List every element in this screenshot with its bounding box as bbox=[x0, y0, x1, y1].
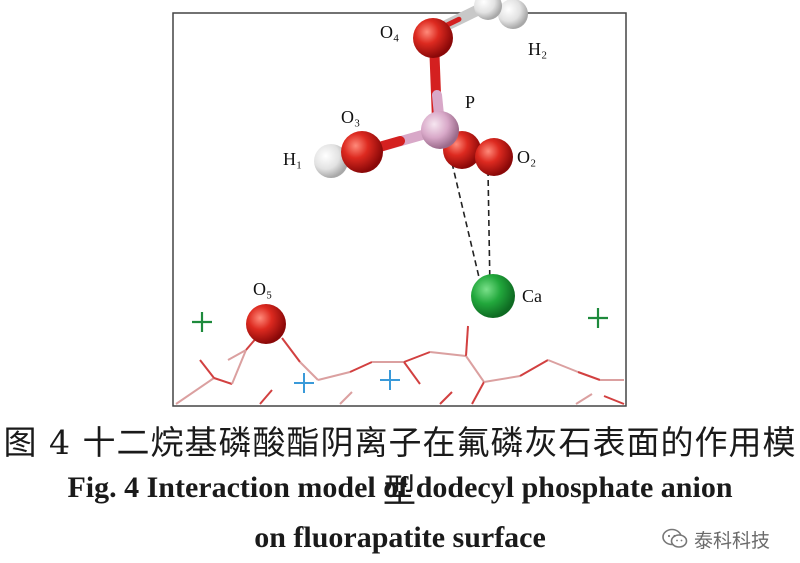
label-ca: Ca bbox=[522, 286, 542, 306]
wechat-icon bbox=[662, 528, 688, 548]
watermark-text: 泰科科技 bbox=[694, 529, 771, 552]
label-h2: H₂ bbox=[528, 39, 547, 59]
o5-atom bbox=[246, 304, 286, 344]
surface-lattice bbox=[175, 325, 625, 405]
o2-atom bbox=[475, 138, 513, 176]
blue-plus-left bbox=[294, 373, 314, 393]
label-o3: O₃ bbox=[341, 107, 360, 127]
label-o2: O₂ bbox=[517, 147, 536, 167]
label-h1: H₁ bbox=[283, 149, 302, 169]
molecular-model-figure: O₄ H₂ P O₃ H₁ O₂ Ca O₅ bbox=[172, 0, 627, 407]
caption-english-line2: on fluorapatite surface bbox=[254, 521, 546, 554]
o3-atom bbox=[341, 131, 383, 173]
ca-atom bbox=[471, 274, 515, 318]
blue-plus-right bbox=[380, 370, 400, 390]
p-atom bbox=[421, 111, 459, 149]
label-o4: O₄ bbox=[380, 22, 399, 42]
figure-frame bbox=[172, 12, 627, 407]
watermark: 泰科科技 bbox=[662, 522, 794, 556]
caption-english-line1: Fig. 4 Interaction model of dodecyl phos… bbox=[67, 471, 733, 504]
caption-chinese: 图 4 十二烷基磷酸酯阴离子在氟磷灰石表面的作用模型 bbox=[3, 423, 797, 510]
h2-atom bbox=[498, 0, 528, 29]
ca-coordination-lines bbox=[451, 162, 491, 291]
label-p: P bbox=[465, 92, 475, 112]
green-plus-left bbox=[192, 312, 212, 332]
green-plus-right bbox=[588, 308, 608, 328]
o4-atom bbox=[413, 18, 453, 58]
h1-atom bbox=[314, 144, 348, 178]
methyl-carbon-atom bbox=[474, 0, 502, 20]
label-o5: O₅ bbox=[253, 279, 272, 299]
